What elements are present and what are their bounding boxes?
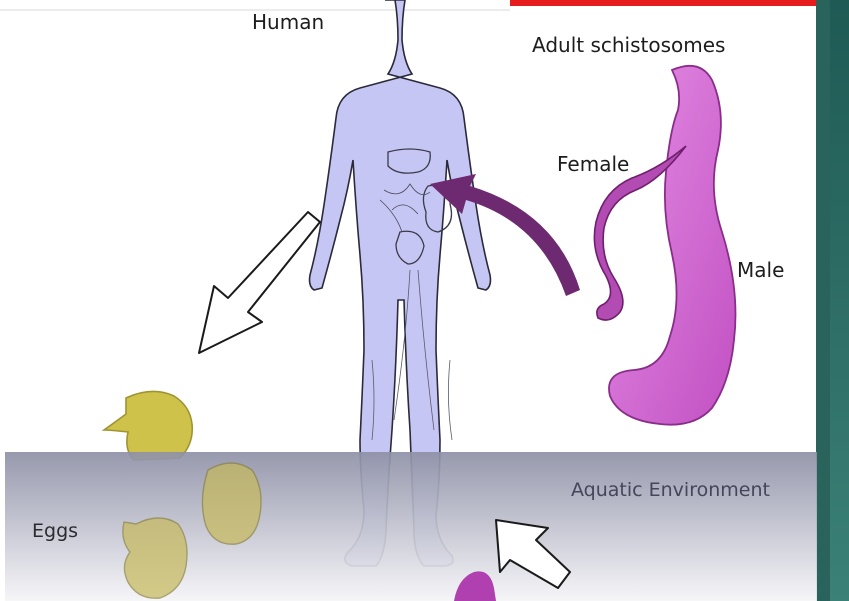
curved-arrow-icon: [430, 174, 580, 296]
label-eggs: Eggs: [32, 520, 78, 542]
label-human: Human: [252, 10, 324, 34]
schistosome-worms-icon: [594, 66, 735, 425]
red-bar: [510, 0, 816, 6]
label-adult-schistosomes: Adult schistosomes: [532, 33, 725, 57]
label-aquatic-environment: Aquatic Environment: [571, 479, 770, 501]
egg-icon: [104, 391, 192, 460]
label-female: Female: [557, 152, 629, 176]
hollow-arrow-icon: [199, 212, 320, 353]
side-panel-edge: [816, 0, 830, 601]
label-male: Male: [737, 258, 784, 282]
